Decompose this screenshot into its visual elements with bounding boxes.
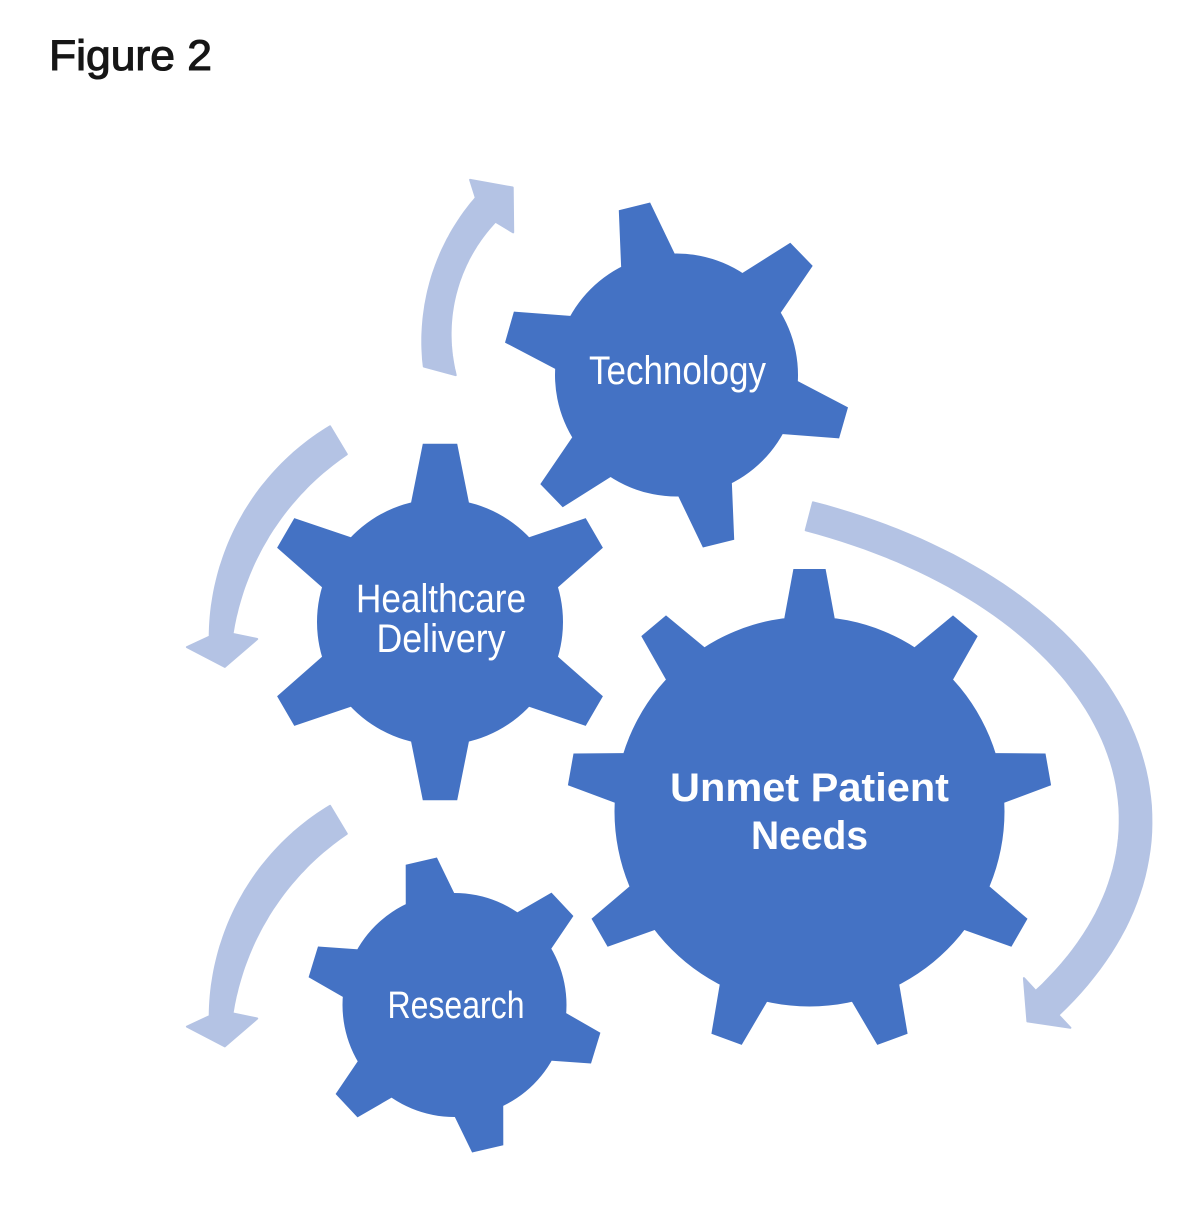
svg-text:Delivery: Delivery	[377, 617, 506, 661]
svg-text:Research: Research	[388, 985, 525, 1027]
svg-text:Healthcare: Healthcare	[356, 577, 526, 621]
svg-text:Figure 2: Figure 2	[49, 32, 212, 80]
svg-text:Unmet Patient: Unmet Patient	[670, 766, 949, 810]
svg-text:Technology: Technology	[589, 349, 766, 393]
svg-text:Needs: Needs	[751, 814, 868, 858]
